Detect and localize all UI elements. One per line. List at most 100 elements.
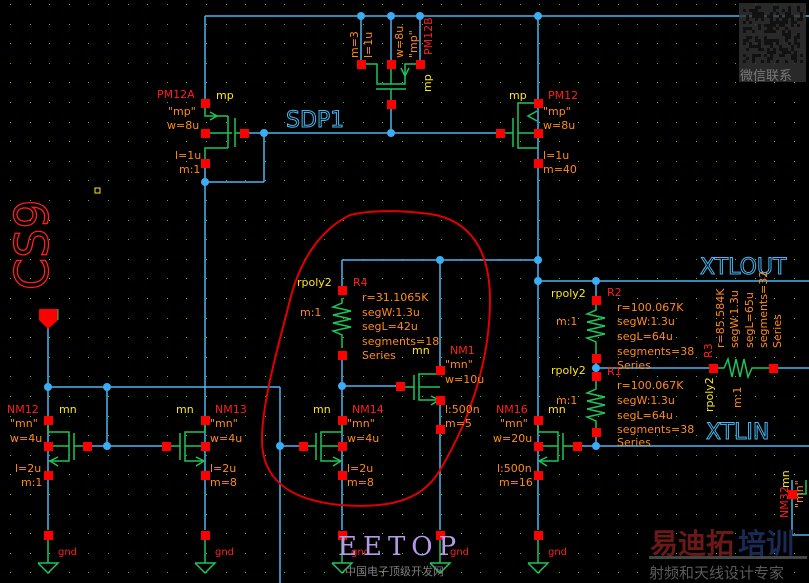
pin-terminal[interactable]	[592, 372, 601, 381]
nmos-NM14[interactable]	[303, 420, 343, 467]
pin-terminal[interactable]	[338, 471, 347, 480]
length-param: l=2u	[347, 462, 373, 475]
resistor-R2[interactable]	[584, 300, 606, 358]
width-param: w=10u	[445, 373, 484, 386]
resistor-R4[interactable]	[330, 298, 352, 348]
pin-terminal[interactable]	[436, 366, 445, 375]
mult-param: m=8	[210, 476, 237, 489]
pin-terminal[interactable]	[534, 416, 543, 425]
junction-dot	[592, 364, 600, 372]
junction-dot	[338, 382, 346, 390]
junction-dot	[103, 442, 111, 450]
pins	[44, 60, 797, 540]
pin-terminal[interactable]	[338, 531, 347, 540]
net-label-sdp1[interactable]: SDP1	[286, 108, 345, 134]
length-param: l=1u	[543, 149, 569, 162]
pin-terminal[interactable]	[387, 100, 396, 109]
length-param: l:500n	[497, 462, 532, 475]
mult-param: m:1	[731, 387, 744, 408]
pin-terminal[interactable]	[592, 296, 601, 305]
pin-terminal[interactable]	[788, 490, 797, 499]
junction-dot	[534, 277, 542, 285]
cell-title: CS9	[5, 199, 59, 290]
pin-terminal[interactable]	[592, 354, 601, 363]
pin-terminal[interactable]	[396, 382, 405, 391]
pin-terminal[interactable]	[338, 351, 347, 360]
mult-param: m=3	[348, 31, 361, 58]
pin-terminal[interactable]	[496, 129, 505, 138]
pin-terminal[interactable]	[416, 60, 425, 69]
pin-terminal[interactable]	[534, 531, 543, 540]
pin-terminal[interactable]	[44, 416, 53, 425]
pin-terminal[interactable]	[299, 442, 308, 451]
pin-terminal[interactable]	[162, 442, 171, 451]
device-labels-PM12B: m=3 l=1u w=8u "mp" PM12B mp	[348, 17, 435, 92]
pin-terminal[interactable]	[534, 471, 543, 480]
connection-param: Series	[362, 349, 396, 362]
pin-terminal[interactable]	[534, 129, 543, 138]
pin-terminal[interactable]	[769, 364, 778, 373]
pin-terminal[interactable]	[436, 396, 445, 405]
mult-param: m:1	[300, 306, 321, 319]
ground-icon	[194, 562, 217, 575]
pin-terminal[interactable]	[534, 99, 543, 108]
edt-logo-blue: 培训	[738, 527, 794, 560]
pin-terminal[interactable]	[201, 471, 210, 480]
pin-terminal[interactable]	[201, 531, 210, 540]
junction-dot	[592, 442, 600, 450]
length-param: l:500n	[445, 403, 480, 416]
nmos-NM13[interactable]	[166, 420, 206, 467]
pin-terminal[interactable]	[201, 159, 210, 168]
pmos-PM12B[interactable]	[361, 63, 420, 104]
width-param: w=4u	[210, 432, 242, 445]
resistor-R3[interactable]	[713, 356, 773, 380]
watermark-edt: 易迪拓 培训 射频和天线设计专家	[649, 527, 807, 582]
input-pin-icon[interactable]	[39, 309, 58, 329]
pin-terminal[interactable]	[44, 442, 53, 451]
resistor-R1[interactable]	[584, 376, 606, 432]
segw-param: segW:1.3u	[617, 394, 675, 407]
pmos-PM12[interactable]	[500, 102, 538, 149]
pin-terminal[interactable]	[201, 129, 210, 138]
instance-name: PM12B	[422, 17, 435, 55]
model-param: "mn"	[10, 417, 38, 430]
length-param: l=1u	[362, 32, 375, 58]
pin-terminal[interactable]	[534, 159, 543, 168]
device-labels-NM32: NM32 "mn" mn	[778, 470, 806, 518]
instance-name: NM14	[352, 403, 384, 416]
pin-terminal[interactable]	[338, 416, 347, 425]
pmos-PM12A[interactable]	[204, 103, 244, 163]
pin-terminal[interactable]	[573, 442, 582, 451]
ground-label: gnd	[450, 547, 469, 558]
qr-caption: 微信联系	[740, 69, 792, 84]
nmos-NM12[interactable]	[47, 420, 87, 467]
pin-terminal[interactable]	[387, 60, 396, 69]
pin-terminal[interactable]	[201, 442, 210, 451]
pin-terminal[interactable]	[201, 416, 210, 425]
pin-terminal[interactable]	[338, 286, 347, 295]
mult-param: m:1	[556, 315, 577, 328]
pin-terminal[interactable]	[534, 442, 543, 451]
pin-terminal[interactable]	[338, 442, 347, 451]
pin-terminal[interactable]	[357, 60, 366, 69]
pin-terminal[interactable]	[44, 471, 53, 480]
pin-terminal[interactable]	[83, 442, 92, 451]
nmos-NM16[interactable]	[537, 420, 577, 467]
device-labels-PM12A: PM12A mp "mp" w=8u l=1u m:1	[157, 88, 234, 176]
pin-terminal[interactable]	[709, 364, 718, 373]
junction-dot	[592, 277, 600, 285]
pin-terminal[interactable]	[436, 531, 445, 540]
pin-terminal[interactable]	[44, 531, 53, 540]
instance-name: NM1	[450, 344, 475, 357]
pin-terminal[interactable]	[240, 129, 249, 138]
watermark-eetop: EETOP 中国电子顶级开发网	[338, 532, 456, 578]
wires	[47, 15, 809, 583]
junction-dot	[436, 256, 444, 264]
pin-terminal[interactable]	[592, 428, 601, 437]
pin-terminal[interactable]	[436, 425, 445, 434]
net-label-xtlout[interactable]: XTLOUT	[700, 255, 788, 281]
nmos-NM1[interactable]	[400, 370, 441, 406]
net-label-xtlin[interactable]: XTLIN	[706, 420, 770, 446]
pin-terminal[interactable]	[201, 99, 210, 108]
